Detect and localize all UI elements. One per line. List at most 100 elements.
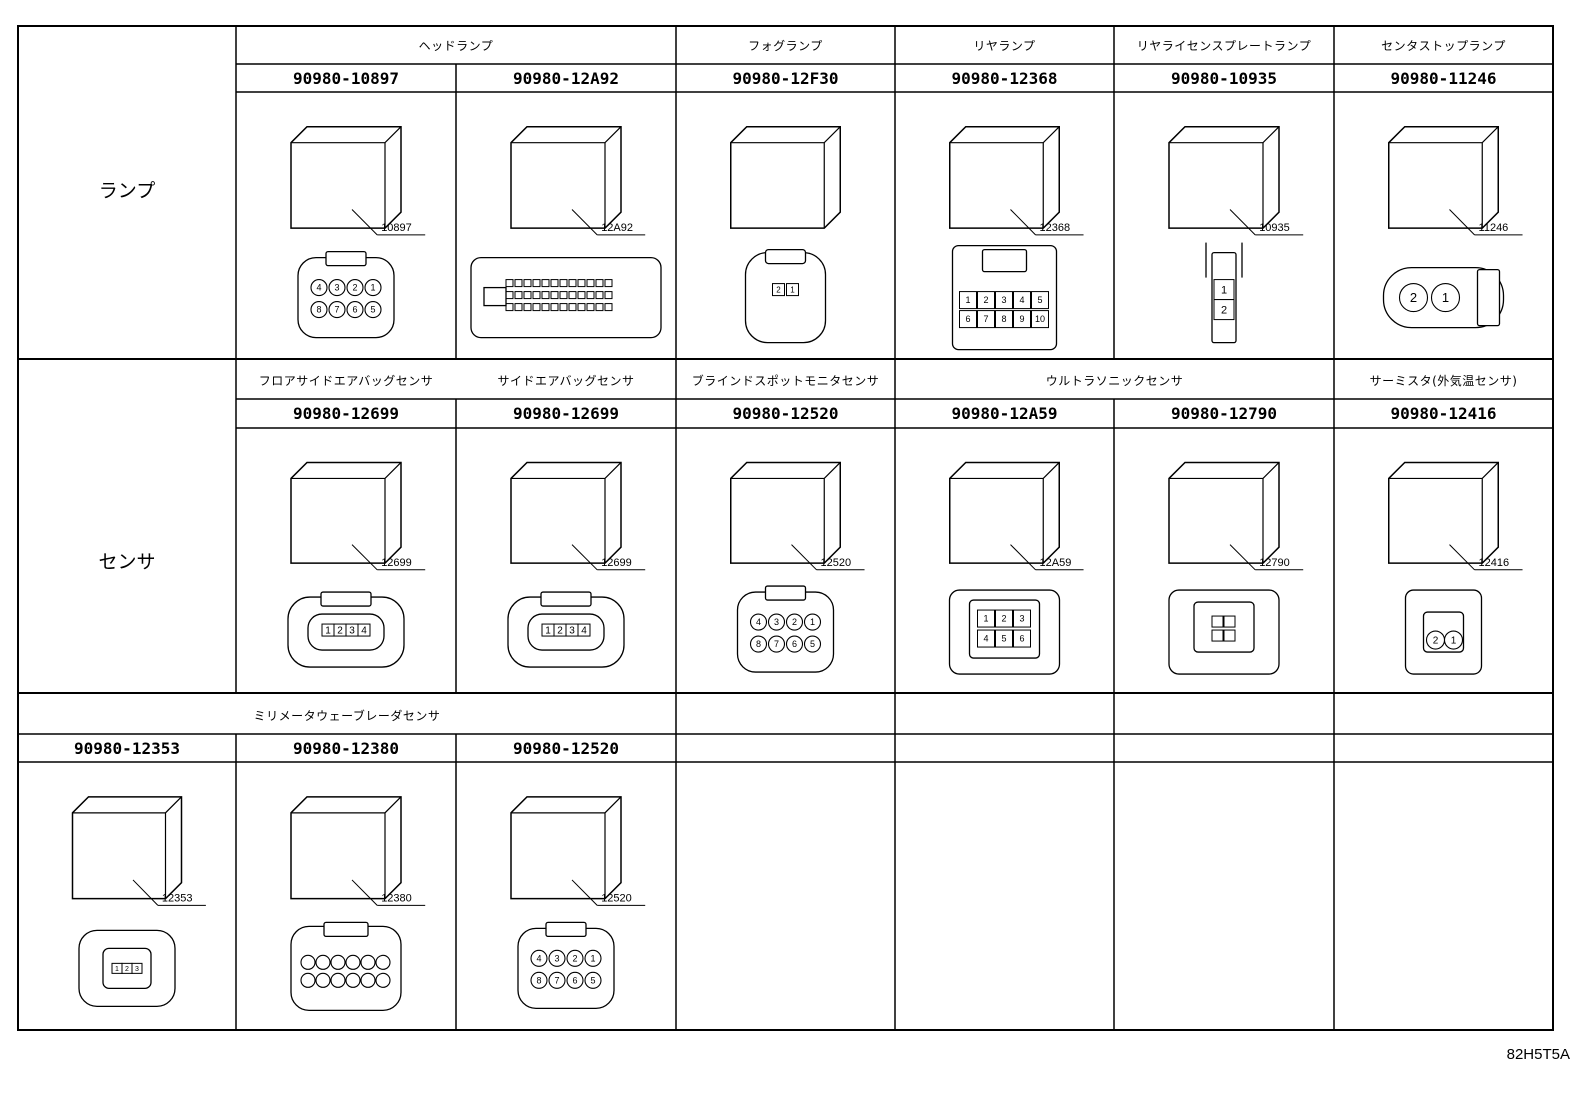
pin-cavity [541, 279, 550, 288]
leader-line [571, 544, 598, 571]
housing-edge [291, 462, 402, 564]
housing-edge [949, 462, 1060, 564]
housing-edge [1388, 462, 1499, 564]
pin-cavity [315, 954, 331, 970]
pin-cavity [330, 954, 346, 970]
leader-line [1229, 209, 1256, 236]
group-ultrasonic-sensor: ウルトラソニックセンサ [1045, 373, 1184, 388]
part-number-cell: 90980-12699 [513, 404, 619, 423]
pin-number: 2 [983, 295, 988, 305]
pin-cavity [505, 291, 514, 300]
housing-body [1388, 461, 1499, 564]
part-number-cell: 90980-12380 [293, 738, 399, 758]
leader-line [1449, 544, 1475, 571]
pin-number: 7 [983, 314, 988, 324]
pin-cavity [786, 283, 799, 297]
pin-cavity [328, 279, 346, 297]
housing-edge [72, 796, 182, 899]
pin-cavity [541, 303, 550, 312]
connector-drawing: 12A92 [470, 125, 662, 339]
pin-cavity [595, 291, 604, 300]
pin-cavity [1398, 283, 1429, 313]
pin-cavity [977, 310, 995, 329]
outline [297, 256, 395, 339]
outline [323, 921, 369, 938]
pin-number: 2 [557, 626, 563, 637]
pin-cavity [577, 303, 586, 312]
part-tag-label: 12790 [1259, 557, 1290, 569]
pin-cavity [595, 279, 604, 288]
pin-cavity [530, 949, 548, 967]
pin-cavity [548, 971, 566, 989]
outline [540, 591, 592, 607]
outline [981, 248, 1028, 273]
pin-cavity [1013, 291, 1031, 310]
housing-body [1168, 125, 1280, 229]
pin-number: 2 [572, 954, 577, 964]
group-center-stop-lamp: センタストップランプ [1381, 38, 1506, 53]
pin-cavity [568, 279, 577, 288]
housing-body [730, 461, 841, 564]
pin-cavity [1443, 630, 1464, 650]
leader-line [791, 544, 817, 571]
pin-number: 3 [1001, 295, 1006, 305]
part-number-cell: 90980-12F30 [732, 68, 839, 88]
pin-cavity [532, 279, 541, 288]
part-number-cell: 90980-12A92 [513, 68, 619, 88]
pin-number: 2 [352, 283, 357, 293]
pin-number: 5 [1037, 295, 1042, 305]
pin-cavity [995, 629, 1013, 648]
leader-line [351, 544, 378, 571]
pin-number: 7 [334, 305, 339, 315]
housing-body [730, 125, 841, 229]
pin-number: 1 [810, 617, 815, 627]
housing-body [1388, 125, 1499, 229]
housing-body [949, 125, 1060, 229]
leader-line [571, 879, 598, 906]
pin-cavity [772, 283, 785, 297]
part-tag-label: 12416 [1479, 557, 1510, 569]
pin-cavity [559, 279, 568, 288]
connector-drawing: 12380 [290, 796, 426, 1012]
pin-cavity [977, 291, 995, 310]
pin-number: 2 [792, 617, 797, 627]
part-number-cell: 90980-10897 [293, 68, 399, 88]
pin-cavity [530, 971, 548, 989]
pin-cavity [550, 303, 559, 312]
pin-number: 5 [1001, 634, 1006, 644]
housing-edge [730, 462, 841, 564]
part-tag-label: 11246 [1479, 222, 1509, 234]
pin-number: 2 [1221, 304, 1227, 316]
pin-cavity [364, 301, 382, 319]
pin-number: 1 [115, 966, 119, 973]
pin-number: 3 [349, 626, 355, 637]
outline [736, 591, 835, 673]
pin-cavity [1031, 310, 1049, 329]
pin-number: 1 [790, 285, 795, 294]
pin-cavity [505, 303, 514, 312]
housing-edge [511, 796, 622, 899]
pin-cavity [375, 954, 391, 970]
pin-number: 6 [352, 305, 357, 315]
pin-number: 3 [1019, 614, 1024, 624]
pin-number: 1 [1221, 284, 1227, 296]
pin-number: 1 [983, 614, 988, 624]
pin-number: 8 [1001, 314, 1006, 324]
pin-number: 4 [536, 954, 541, 964]
housing-edge [730, 126, 841, 229]
pin-number: 1 [325, 626, 331, 637]
outline [744, 251, 827, 344]
pin-number: 7 [554, 976, 559, 986]
pin-number: 4 [316, 283, 321, 293]
part-number-cell: 90980-12368 [951, 68, 1058, 88]
pin-cavity [767, 635, 786, 653]
pin-cavity [577, 291, 586, 300]
category-lamp: ランプ [98, 180, 156, 202]
